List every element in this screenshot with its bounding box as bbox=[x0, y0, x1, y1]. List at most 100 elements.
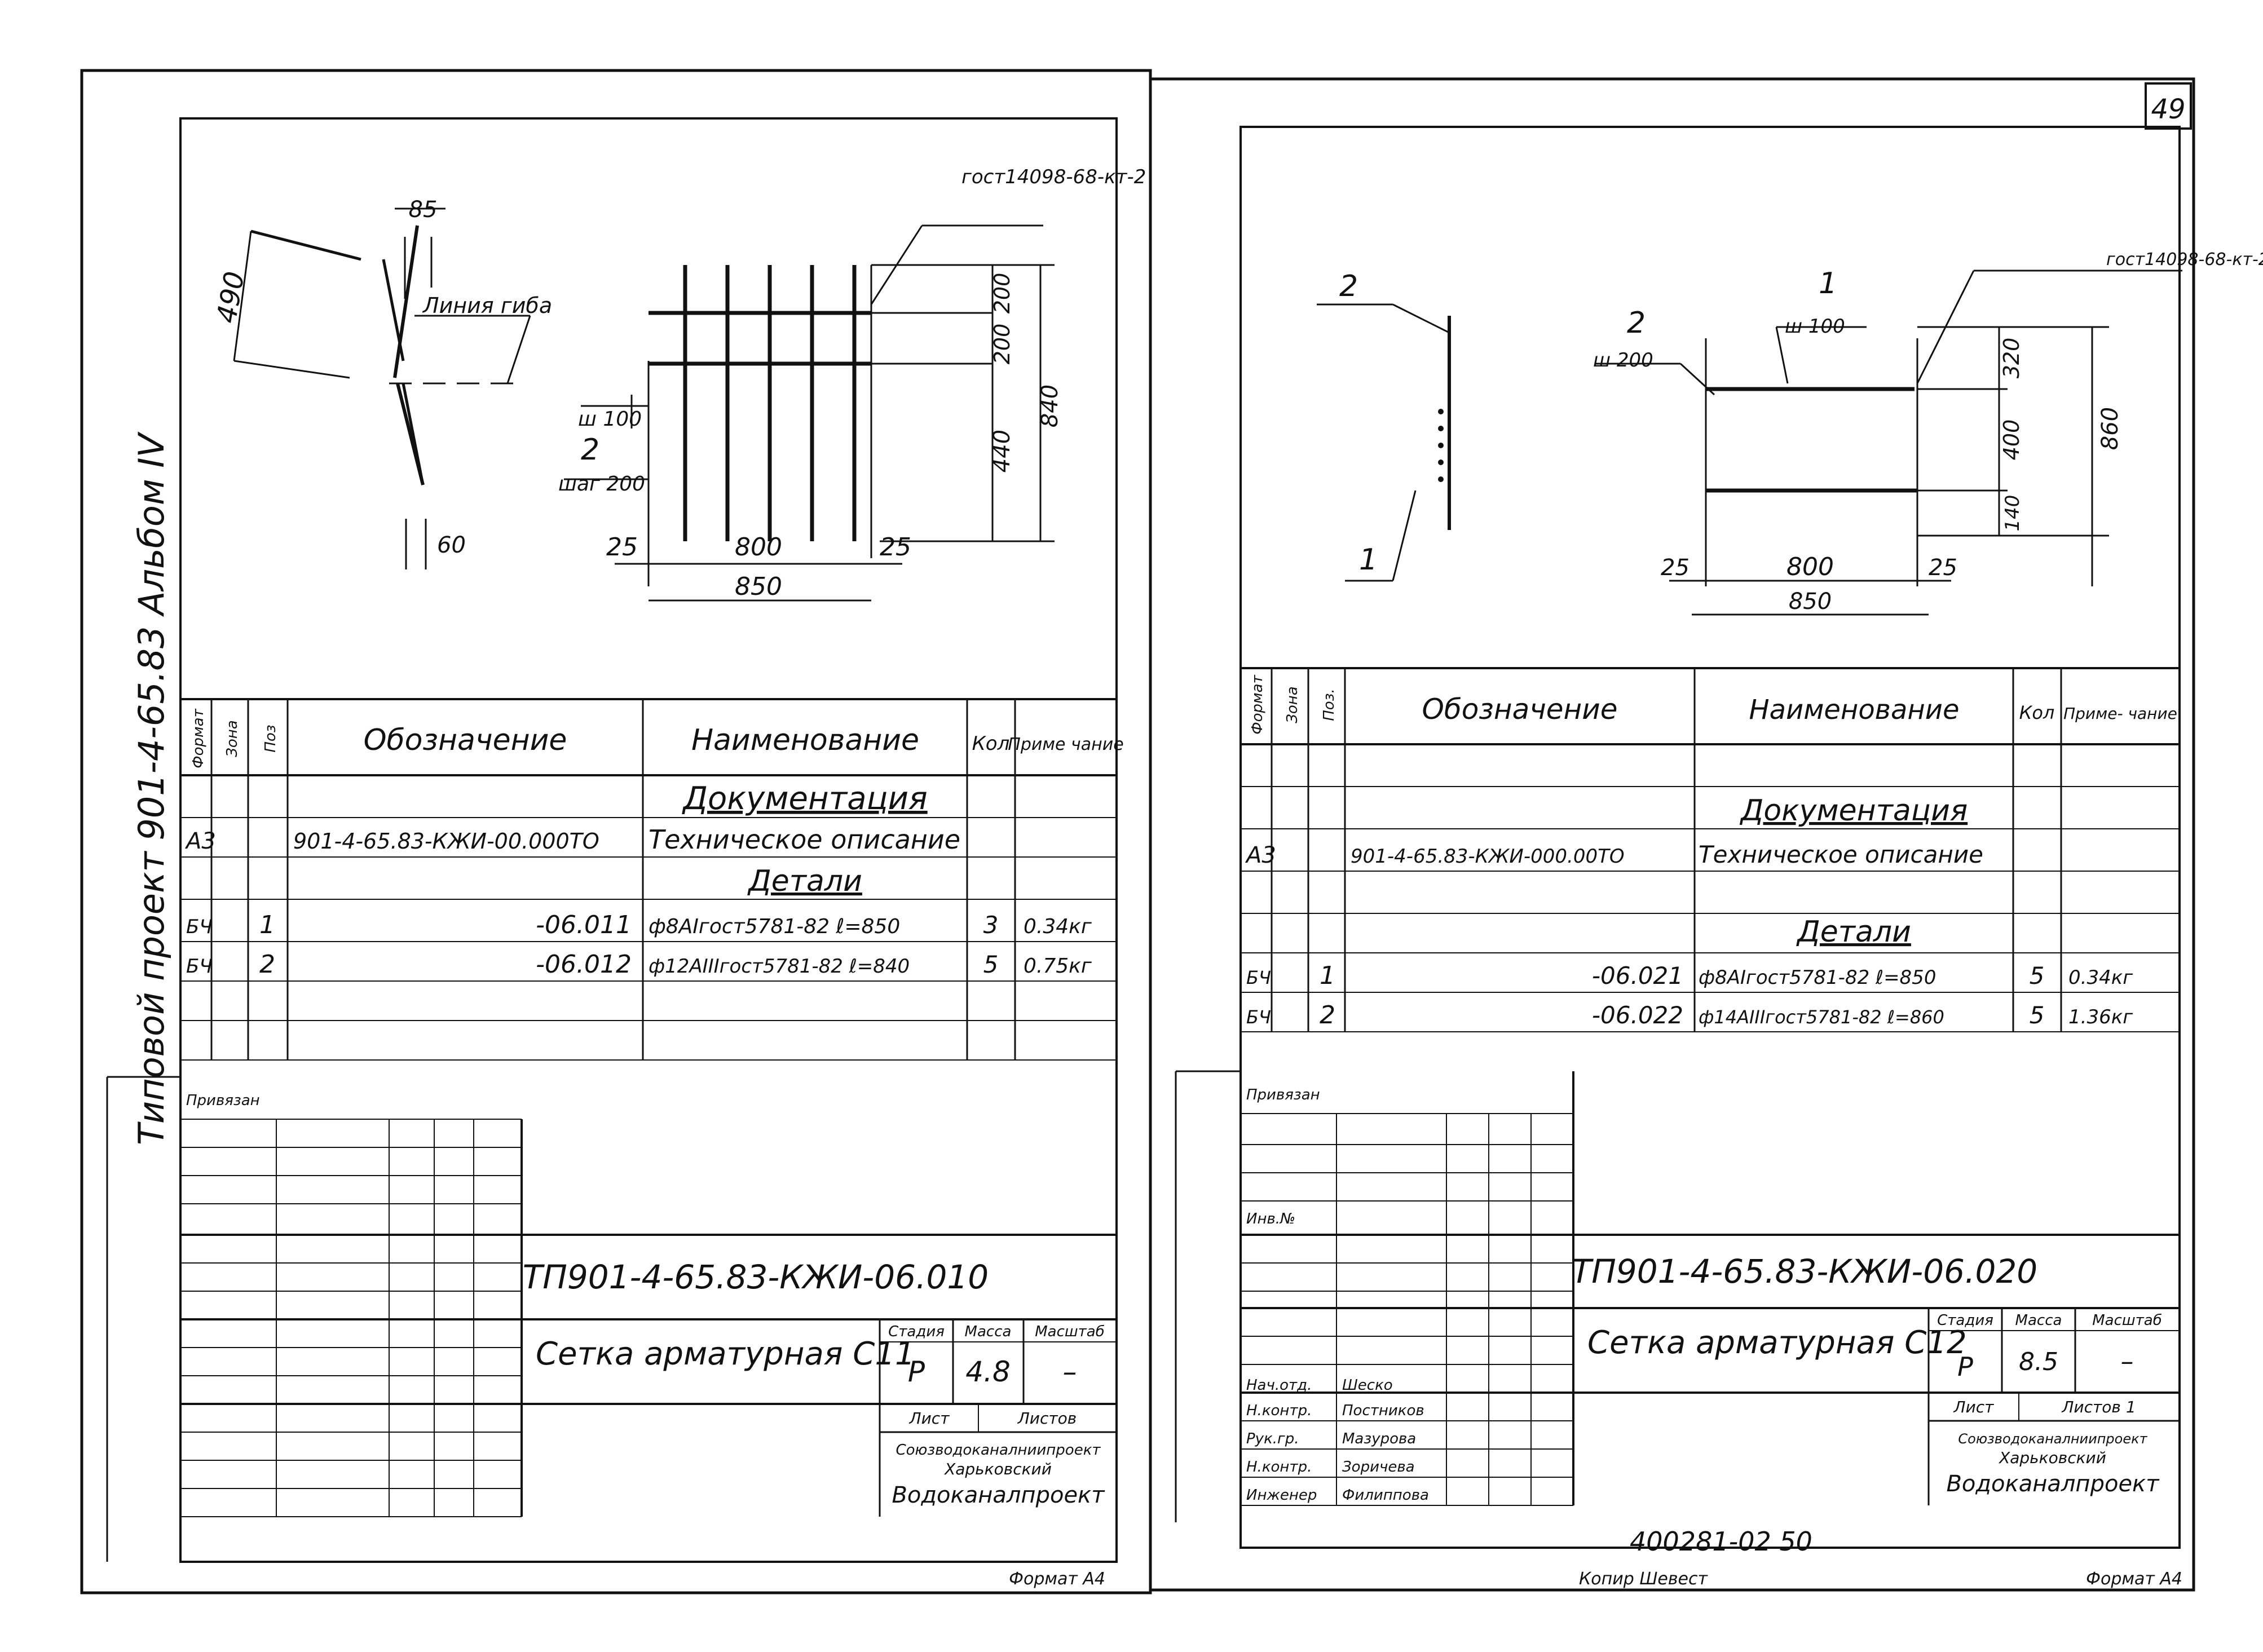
right-org3: Водоканалпроект bbox=[1946, 1471, 2160, 1497]
right-th-qty: Кол bbox=[2019, 702, 2055, 723]
right-th-name: Наименование bbox=[1749, 694, 1959, 726]
left-scale-h: Масштаб bbox=[1035, 1323, 1105, 1340]
left-section-parts: Детали bbox=[747, 864, 862, 898]
left-step-100: ш 100 bbox=[578, 408, 642, 431]
right-person-3: Н.контр. bbox=[1246, 1402, 1312, 1419]
right-person-6: Мазурова bbox=[1342, 1430, 1416, 1447]
left-format-note: Формат А4 bbox=[1009, 1569, 1105, 1589]
right-stage: Р bbox=[1957, 1351, 1973, 1382]
right-r1-name: ф8АIгост5781-82 ℓ=850 bbox=[1699, 966, 1936, 989]
right-org2: Харьковский bbox=[1998, 1448, 2106, 1467]
right-doc-format: А3 bbox=[1245, 842, 1276, 868]
left-dim-25b: 25 bbox=[880, 533, 911, 562]
left-gost-callout: гост14098-68-кт-2 bbox=[961, 166, 1146, 188]
right-r2-qty: 5 bbox=[2030, 1001, 2045, 1029]
right-side-pos2: 2 bbox=[1339, 270, 1358, 303]
right-sheets: Листов 1 bbox=[2061, 1398, 2136, 1416]
left-pos2-label: 2 bbox=[581, 433, 599, 467]
right-dim-25b: 25 bbox=[1929, 555, 1957, 581]
left-r1-pos: 1 bbox=[259, 911, 275, 939]
right-r1-qty: 5 bbox=[2030, 962, 2045, 990]
left-mesh bbox=[564, 224, 1055, 602]
right-person-10: Филиппова bbox=[1342, 1487, 1429, 1504]
right-gost-callout: гост14098-68-кт-2 bbox=[2106, 250, 2263, 270]
left-section-docs: Документация bbox=[681, 780, 927, 817]
left-sheets: Листов bbox=[1017, 1409, 1077, 1428]
right-th-note: Приме- чание bbox=[2063, 704, 2177, 723]
right-r1-format: БЧ bbox=[1246, 967, 1271, 988]
left-doc-designation: 901-4-65.83-КЖИ-00.000ТО bbox=[293, 829, 599, 854]
bend-bottom-dim: 60 bbox=[437, 532, 466, 558]
left-th-zone: Зона bbox=[224, 720, 241, 757]
left-th-qty: Кол bbox=[972, 732, 1010, 755]
right-mass: 8.5 bbox=[2019, 1348, 2058, 1376]
right-dim-400: 400 bbox=[1999, 419, 2024, 461]
right-format-note: Формат А4 bbox=[2086, 1569, 2182, 1589]
right-dim-850: 850 bbox=[1789, 589, 1832, 615]
left-th-pos: Поз bbox=[262, 725, 279, 752]
right-sheet-frame bbox=[1149, 77, 2195, 1592]
bend-line-label: Линия гиба bbox=[422, 293, 552, 318]
right-org1: Союзводоканалниипроект bbox=[1958, 1431, 2147, 1447]
right-mesh bbox=[1596, 270, 2182, 616]
left-title: Сетка арматурная С11 bbox=[536, 1336, 915, 1372]
right-title-block bbox=[1175, 1070, 2180, 1522]
left-title-block bbox=[106, 1076, 1117, 1562]
left-r2-qty: 5 bbox=[983, 951, 999, 978]
left-dim-200a: 200 bbox=[990, 273, 1014, 314]
right-person-4: Постников bbox=[1342, 1402, 1424, 1419]
left-org2: Харьковский bbox=[943, 1460, 1052, 1478]
left-spec-table bbox=[180, 698, 1117, 1061]
left-r1-name: ф8АIгост5781-82 ℓ=850 bbox=[649, 915, 900, 938]
right-sheet: Лист bbox=[1953, 1398, 1995, 1416]
left-th-name: Наименование bbox=[691, 723, 919, 757]
right-inner-frame bbox=[1239, 126, 2181, 1549]
bottom-code: 400281-02 50 bbox=[1630, 1526, 1812, 1557]
left-sheet: Лист bbox=[909, 1409, 950, 1428]
left-dim-440: 440 bbox=[989, 430, 1015, 472]
left-doc-name: Техническое описание bbox=[649, 824, 960, 855]
bend-left-dim: 490 bbox=[211, 269, 251, 325]
left-r1-qty: 3 bbox=[983, 911, 999, 939]
right-dim-320: 320 bbox=[1999, 338, 2024, 379]
right-th-designation: Обозначение bbox=[1422, 693, 1618, 726]
left-stage-h: Стадия bbox=[888, 1323, 945, 1340]
left-r1-note: 0.34кг bbox=[1024, 915, 1092, 938]
page-number-box bbox=[2145, 82, 2192, 130]
left-dim-200b: 200 bbox=[990, 324, 1014, 365]
right-side-view bbox=[1317, 303, 1451, 582]
right-scale: – bbox=[2121, 1346, 2134, 1376]
left-mass: 4.8 bbox=[965, 1355, 1011, 1388]
side-project-stamp: Типовой проект 901-4-65.83 Альбом IV bbox=[131, 431, 172, 1145]
right-section-parts: Детали bbox=[1796, 915, 1911, 949]
right-pos2-label: 2 bbox=[1627, 306, 1646, 340]
right-privyazan: Привязан bbox=[1246, 1086, 1320, 1103]
left-r1-designation: -06.011 bbox=[536, 911, 632, 939]
right-th-format: Формат bbox=[1249, 674, 1266, 734]
right-side-pos1: 1 bbox=[1359, 543, 1378, 577]
right-doc-code: ТП901-4-65.83-КЖИ-06.020 bbox=[1572, 1252, 2037, 1291]
left-doc-code: ТП901-4-65.83-КЖИ-06.010 bbox=[523, 1258, 989, 1296]
right-r1-designation: -06.021 bbox=[1592, 962, 1683, 990]
left-dim-840: 840 bbox=[1037, 385, 1063, 427]
left-dim-800: 800 bbox=[735, 533, 782, 562]
right-step-100: ш 100 bbox=[1785, 315, 1845, 338]
right-r2-pos: 2 bbox=[1320, 1001, 1335, 1030]
right-person-5: Рук.гр. bbox=[1246, 1430, 1299, 1447]
right-r2-designation: -06.022 bbox=[1592, 1001, 1683, 1029]
right-section-docs: Документация bbox=[1740, 794, 1968, 828]
left-r2-note: 0.75кг bbox=[1024, 955, 1092, 978]
left-mass-h: Масса bbox=[965, 1323, 1012, 1340]
left-bend-detail bbox=[233, 207, 531, 569]
right-inv-no: Инв.№ bbox=[1246, 1211, 1295, 1227]
left-r1-format: БЧ bbox=[186, 916, 213, 938]
left-dim-25a: 25 bbox=[606, 533, 638, 562]
left-r2-pos: 2 bbox=[259, 950, 275, 979]
right-dim-140: 140 bbox=[2001, 495, 2024, 532]
left-step-200: шаг 200 bbox=[558, 472, 645, 496]
right-dim-860: 860 bbox=[2097, 407, 2123, 450]
bend-top-dim: 85 bbox=[409, 197, 438, 223]
right-stage-h: Стадия bbox=[1937, 1312, 1993, 1329]
right-r2-format: БЧ bbox=[1246, 1006, 1271, 1028]
